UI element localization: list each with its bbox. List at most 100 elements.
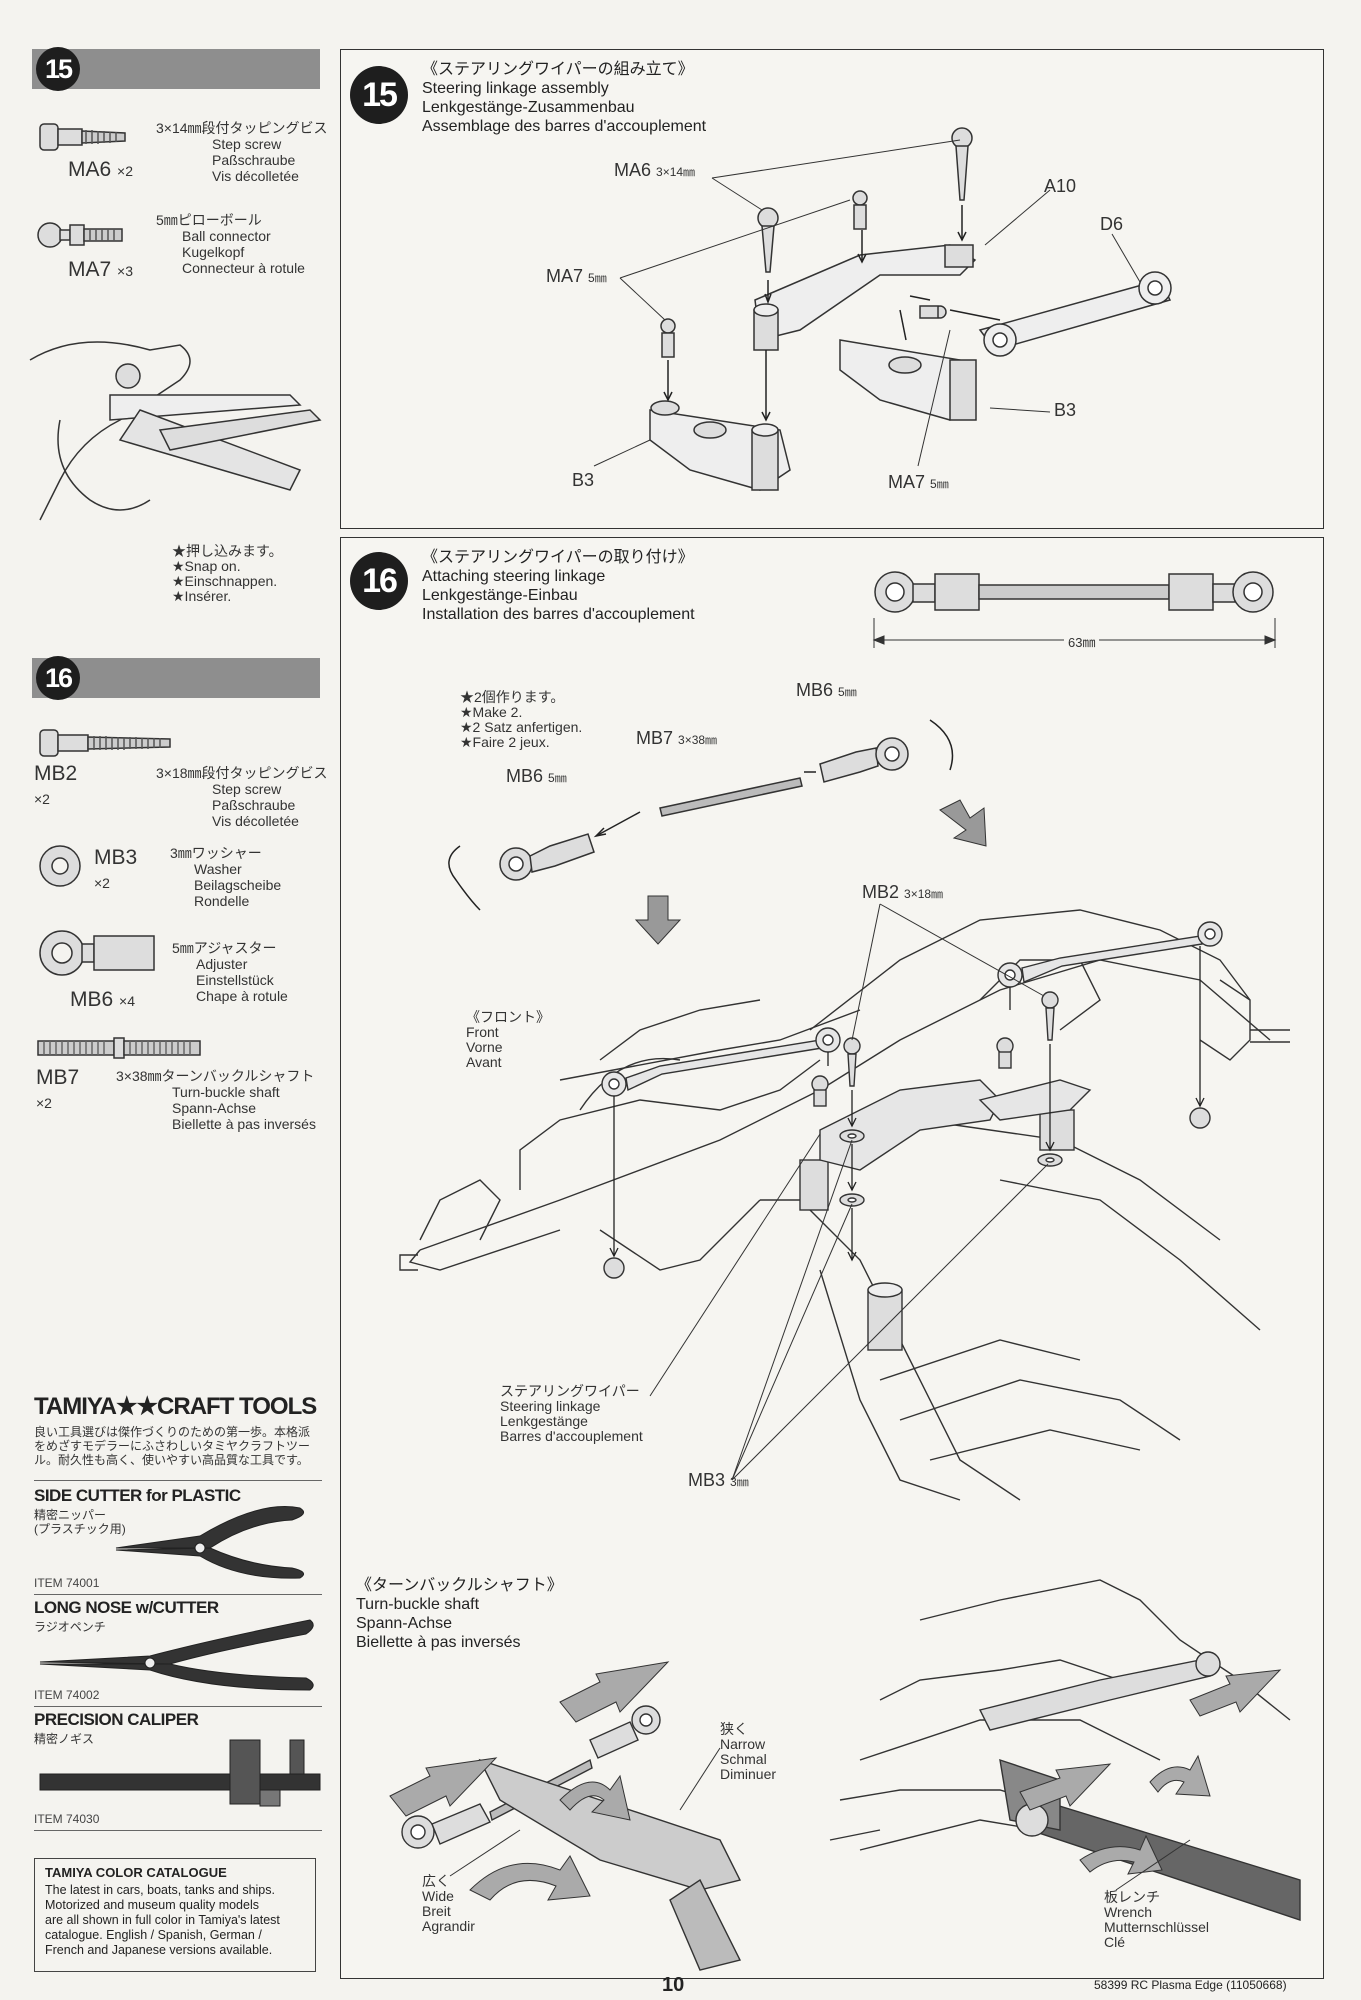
ma7-label-bottom: MA7 5㎜ xyxy=(888,472,949,493)
ma6-label-code: MA6 xyxy=(614,160,652,180)
ma7b-size: 5㎜ xyxy=(930,477,949,491)
ma6-screw-icon xyxy=(39,123,126,151)
front-de: Vorne xyxy=(466,1039,503,1055)
ma6-fr: Vis décolletée xyxy=(212,168,299,184)
catalogue-line-5: French and Japanese versions available. xyxy=(45,1943,273,1957)
d6-label: D6 xyxy=(1100,214,1124,234)
step16-panel-badge: 16 xyxy=(350,552,408,610)
make-de: ★2 Satz anfertigen. xyxy=(460,719,583,735)
snap-fr: ★Insérer. xyxy=(172,588,232,604)
mb2-fr: Vis décolletée xyxy=(212,813,299,829)
step15-title-jp: 《ステアリングワイパーの組み立て》 xyxy=(422,61,694,78)
intro-line-3: ル。耐久性も高く、使いやすい高品質な工具です。 xyxy=(34,1453,309,1467)
ma7b-code: MA7 xyxy=(888,472,926,492)
caliper-item: ITEM 74030 xyxy=(34,1812,100,1826)
mb6b-code: MB6 xyxy=(506,766,544,786)
snap-on-note: ★押し込みます。 ★Snap on. ★Einschnappen. ★Insér… xyxy=(172,544,283,604)
steering-linkage-label: ステアリングワイパー Steering linkage Lenkgestänge… xyxy=(500,1384,643,1444)
ma6-jp: 3×14㎜段付タッピングビス xyxy=(156,120,328,136)
front-label: 《フロント》 Front Vorne Avant xyxy=(466,1010,550,1070)
mb7-label-code: MB7 xyxy=(636,728,674,748)
mb6a-size: 5㎜ xyxy=(838,685,857,699)
b3-label-left: B3 xyxy=(572,470,595,490)
make-two-note: ★2個作ります。 ★Make 2. ★2 Satz anfertigen. ★F… xyxy=(460,690,582,750)
make-fr: ★Faire 2 jeux. xyxy=(460,734,550,750)
step15-title-de: Lenkgestänge-Zusammenbau xyxy=(422,99,635,116)
long-nose-title: LONG NOSE w/CUTTER xyxy=(34,1598,219,1617)
ma6-code-text: MA6 xyxy=(68,158,112,181)
mb6-label-left: MB6 5㎜ xyxy=(506,766,567,787)
mb7-desc: 3×38㎜ターンバックルシャフト Turn-buckle shaft Spann… xyxy=(116,1068,316,1132)
catalogue-line-1: The latest in cars, boats, tanks and shi… xyxy=(45,1883,275,1897)
ma7-fr: Connecteur à rotule xyxy=(182,260,305,276)
mb3-fr: Rondelle xyxy=(194,893,250,909)
mb6-adjuster-icon xyxy=(39,930,155,976)
dimension-label: 63㎜ xyxy=(1064,632,1100,651)
craft-tools-title: TAMIYA★★CRAFT TOOLS xyxy=(34,1393,317,1420)
narrow-en: Narrow xyxy=(720,1736,766,1752)
snap-jp: ★押し込みます。 xyxy=(172,543,283,559)
step15-leader-lines xyxy=(593,139,1141,467)
mb2-qty: ×2 xyxy=(34,791,50,807)
mb3-label-code: MB3 xyxy=(688,1470,726,1490)
catalogue-title: TAMIYA COLOR CATALOGUE xyxy=(45,1865,227,1880)
turnbuckle-en: Turn-buckle shaft xyxy=(356,1596,480,1613)
ma7-jp: 5㎜ピローボール xyxy=(156,212,262,228)
mb3-de: Beilagscheibe xyxy=(194,877,282,893)
step15-title-fr: Assemblage des barres d'accouplement xyxy=(422,118,707,135)
narrow-label: 狭く Narrow Schmal Diminuer xyxy=(720,1722,776,1782)
mb6-code: MB6 ×4 xyxy=(70,988,135,1012)
wrench-arrows xyxy=(1019,1669,1282,1875)
mb3-en: Washer xyxy=(194,861,242,877)
mb7-label: MB7 3×38㎜ xyxy=(636,728,717,749)
mb3-code-text: MB3 xyxy=(94,846,138,869)
b3-label-right: B3 xyxy=(1054,400,1077,420)
step16-header-bar xyxy=(32,658,320,698)
mb7-fr: Biellette à pas inversés xyxy=(172,1116,316,1132)
color-catalogue-box: TAMIYA COLOR CATALOGUE The latest in car… xyxy=(34,1858,316,1972)
mb6-en: Adjuster xyxy=(196,956,248,972)
wrench-de: Mutternschlüssel xyxy=(1104,1919,1210,1935)
ma6-en: Step screw xyxy=(212,136,282,152)
installed-linkage xyxy=(601,921,1223,1279)
intro-line-2: をめざすモデラーにふさわしいタミヤクラフトツー xyxy=(34,1439,311,1453)
long-nose-pliers-icon xyxy=(39,1619,314,1691)
linkage-de: Lenkgestänge xyxy=(500,1413,588,1429)
exploded-turnbuckle xyxy=(499,737,909,881)
long-nose-sub: ラジオペンチ xyxy=(34,1620,106,1634)
side-cutter-sub-1: 精密ニッパー xyxy=(34,1508,107,1522)
step16-title-en: Attaching steering linkage xyxy=(422,568,606,585)
ma7-en: Ball connector xyxy=(182,228,271,244)
mb6-desc: 5㎜アジャスター Adjuster Einstellstück Chape à … xyxy=(172,940,288,1004)
ma6-code: MA6 ×2 xyxy=(68,158,133,182)
snap-en: ★Snap on. xyxy=(172,558,241,574)
wrench-jp: 板レンチ xyxy=(1104,1889,1160,1905)
mb3-code: MB3×2 xyxy=(94,846,137,894)
direction-arrows xyxy=(634,799,987,945)
linkage-reference xyxy=(874,571,1274,613)
step16-number-badge: 16 xyxy=(36,656,80,700)
step15-title-en: Steering linkage assembly xyxy=(422,80,609,97)
catalogue-line-3: are all shown in full color in Tamiya's … xyxy=(45,1913,280,1927)
divider xyxy=(34,1480,322,1481)
mb7-en: Turn-buckle shaft xyxy=(172,1084,280,1100)
snap-on-illustration xyxy=(29,341,322,521)
make-en: ★Make 2. xyxy=(460,704,523,720)
caliper-icon xyxy=(39,1739,321,1807)
step16-title-fr: Installation des barres d'accouplement xyxy=(422,606,695,623)
mb6-qty: ×4 xyxy=(119,993,135,1009)
mb6-label-top: MB6 5㎜ xyxy=(796,680,857,701)
wrench-en: Wrench xyxy=(1104,1904,1152,1920)
turnbuckle-fr: Biellette à pas inversés xyxy=(356,1634,521,1651)
mb3-jp: 3㎜ワッシャー xyxy=(170,845,262,861)
page-number: 10 xyxy=(662,1974,685,1996)
mb7-code: MB7×2 xyxy=(36,1066,79,1114)
linkage-fr: Barres d'accouplement xyxy=(500,1428,643,1444)
mb2-code-text: MB2 xyxy=(34,762,78,785)
mb2-code: MB2×2 xyxy=(34,762,77,810)
caliper-sub-1: 精密ノギス xyxy=(34,1732,95,1746)
intro-line-1: 良い工具選びは傑作づくりのための第一歩。本格派 xyxy=(34,1425,311,1439)
